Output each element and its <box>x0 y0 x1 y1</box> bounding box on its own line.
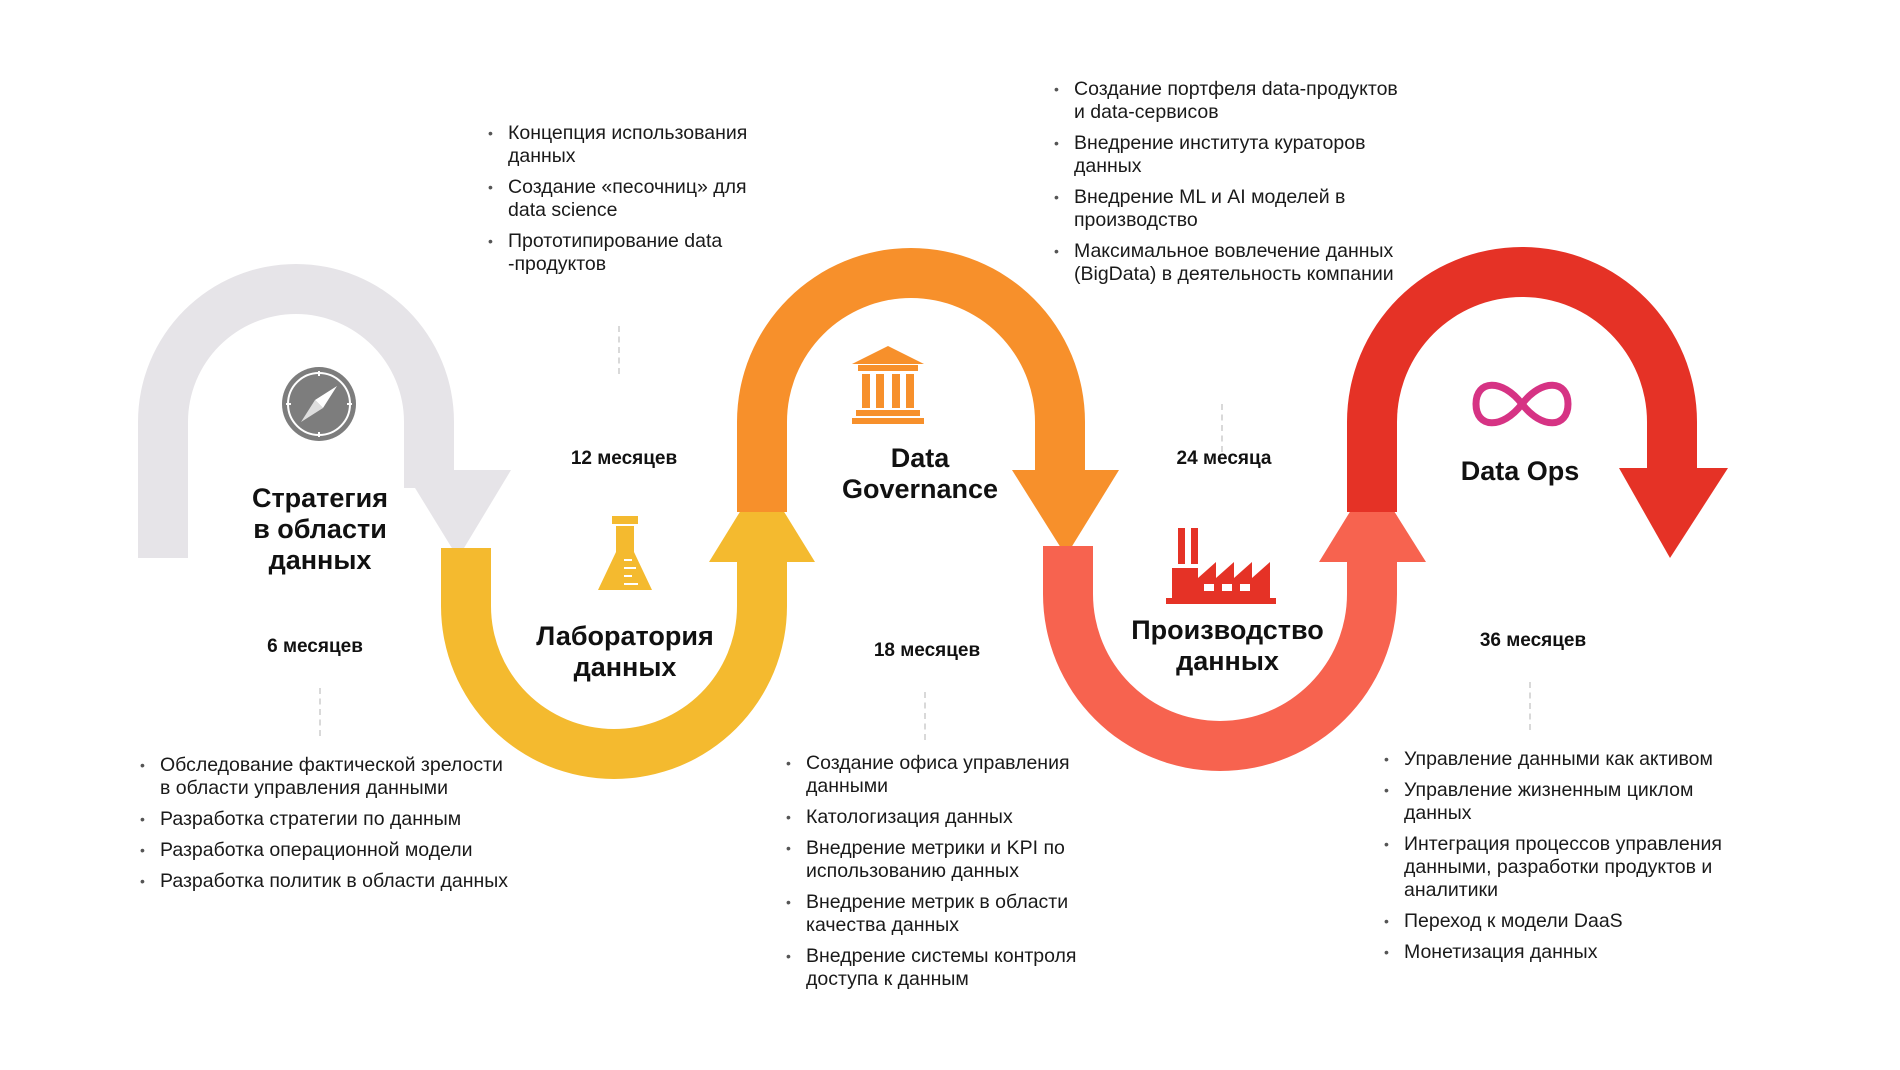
dashed-connector <box>1529 682 1531 730</box>
stage-5-arrowhead <box>1619 468 1728 558</box>
stage-3-arrowhead <box>1012 470 1119 556</box>
list-item: Интеграция процессов управления данными,… <box>1382 833 1762 902</box>
stage-4-arc <box>1043 546 1397 771</box>
stage-period: 24 месяца <box>1176 448 1272 469</box>
stage-title: Data Governance <box>841 443 999 504</box>
stage-3-bullets: Создание офиса управления данными Католо… <box>784 752 1114 999</box>
list-item: Прототипирование data -продуктов <box>486 230 806 276</box>
list-item: Создание портфеля data-продуктов и data-… <box>1052 78 1432 124</box>
stage-1-arc <box>138 264 454 558</box>
stage-3-arc <box>737 248 1085 512</box>
list-item: Внедрение института кураторов данных <box>1052 132 1432 178</box>
stage-title: Производство данных <box>1131 615 1324 676</box>
list-item: Внедрение метрики и KPI по использованию… <box>784 837 1114 883</box>
stage-5-bullets: Управление данными как активом Управлени… <box>1382 748 1762 972</box>
list-item: Разработка политик в области данных <box>138 870 558 893</box>
list-item: Монетизация данных <box>1382 941 1762 964</box>
list-item: Катологизация данных <box>784 806 1114 829</box>
stage-2-bullets: Концепция использования данных Создание … <box>486 122 806 284</box>
stage-period: 6 месяцев <box>267 636 363 657</box>
dashed-connector <box>618 326 620 374</box>
stage-1-arrowhead <box>404 470 511 558</box>
list-item: Внедрение ML и AI моделей в производство <box>1052 186 1432 232</box>
list-item: Максимальное вовлечение данных (BigData)… <box>1052 240 1432 286</box>
stage-2-arrowhead <box>709 476 815 562</box>
list-item: Разработка операционной модели <box>138 839 558 862</box>
flask-icon <box>598 516 652 590</box>
stage-period: 36 месяцев <box>1479 630 1587 651</box>
stage-title: Стратегия в области данных <box>251 483 389 575</box>
list-item: Внедрение системы контроля доступа к дан… <box>784 945 1114 991</box>
dashed-connector <box>924 692 926 740</box>
list-item: Разработка стратегии по данным <box>138 808 558 831</box>
list-item: Внедрение метрик в области качества данн… <box>784 891 1114 937</box>
stage-5-arc <box>1347 247 1697 512</box>
list-item: Создание офиса управления данными <box>784 752 1114 798</box>
stage-1-bullets: Обследование фактической зрелости в обла… <box>138 754 558 901</box>
government-building-icon <box>852 346 924 424</box>
stage-title: Data Ops <box>1460 456 1580 486</box>
stage-4-arrowhead <box>1319 476 1426 562</box>
dashed-connector <box>319 688 321 736</box>
stage-period: 18 месяцев <box>873 640 981 661</box>
list-item: Создание «песочниц» для data science <box>486 176 806 222</box>
list-item: Концепция использования данных <box>486 122 806 168</box>
list-item: Обследование фактической зрелости в обла… <box>138 754 558 800</box>
stage-title: Лаборатория данных <box>536 621 714 682</box>
compass-icon <box>282 367 356 441</box>
infinity-icon <box>1472 381 1572 427</box>
dashed-connector <box>1221 404 1223 452</box>
stage-period: 12 месяцев <box>570 448 678 469</box>
list-item: Управление жизненным циклом данных <box>1382 779 1762 825</box>
stage-2-arc <box>441 548 787 779</box>
stage-4-bullets: Создание портфеля data-продуктов и data-… <box>1052 78 1432 294</box>
list-item: Переход к модели DaaS <box>1382 910 1762 933</box>
factory-icon <box>1166 528 1276 604</box>
list-item: Управление данными как активом <box>1382 748 1762 771</box>
